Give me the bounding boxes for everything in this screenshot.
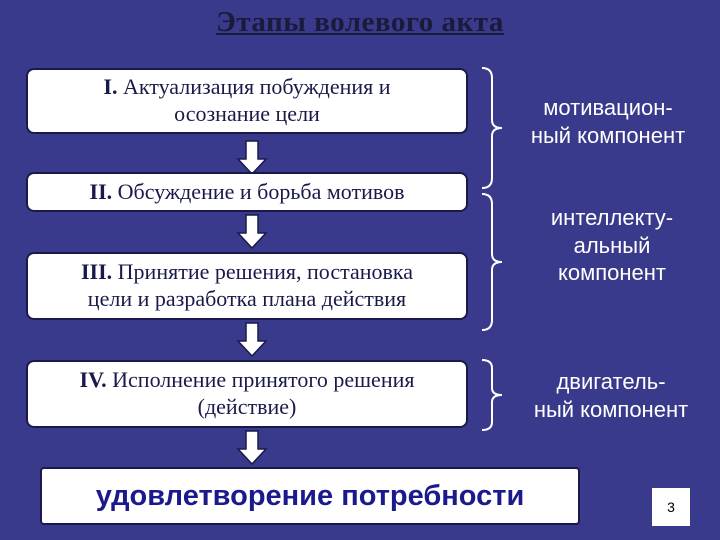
down-arrow-icon (236, 322, 268, 358)
stage-4-text-line2: (действие) (197, 394, 297, 419)
stage-4-text-line1: Исполнение принятого решения (106, 367, 415, 393)
stage-3-box: III. Принятие решения, постановка цели и… (26, 252, 468, 320)
component-2-line1: интеллекту- (550, 205, 674, 230)
down-arrow-icon (236, 214, 268, 250)
stage-4-box: IV. Исполнение принятого решения (действ… (26, 360, 468, 428)
component-3-line2: ный компонент (533, 396, 689, 422)
down-arrow-icon (236, 140, 268, 176)
stage-4-number: IV. (79, 367, 107, 393)
component-motor: двигатель- ный компонент (506, 368, 716, 423)
stage-2-number: II. (89, 178, 113, 204)
component-motivational: мотивацион- ный компонент (502, 94, 714, 149)
stage-3-text-line1: Принятие решения, постановка (112, 259, 414, 285)
slide-title: Этапы волевого акта (216, 6, 504, 38)
component-1-line1: мотивацион- (543, 95, 673, 120)
stage-2-text-line1: Обсуждение и борьба мотивов (112, 178, 405, 204)
right-brace-icon (481, 359, 503, 431)
stage-3-text-line2: цели и разработка плана действия (87, 286, 407, 311)
page-number: 3 (652, 488, 690, 526)
down-arrow-icon (236, 430, 268, 466)
result-box: удовлетворение потребности (40, 467, 580, 525)
result-text: удовлетворение потребности (95, 479, 525, 512)
right-brace-icon (481, 67, 503, 189)
stage-1-number: I. (103, 74, 118, 100)
stage-2-box: II. Обсуждение и борьба мотивов (26, 172, 468, 212)
stage-1-text-line1: Актуализация побуждения и (117, 74, 391, 100)
stage-1-box: I. Актуализация побуждения и осознание ц… (26, 68, 468, 134)
component-2-line3: компонент (558, 260, 666, 285)
component-intellectual: интеллекту- альный компонент (512, 204, 712, 287)
right-brace-icon (481, 193, 503, 331)
component-1-line2: ный компонент (530, 122, 686, 148)
stage-1-text-line2: осознание цели (174, 101, 320, 126)
component-3-line1: двигатель- (556, 369, 666, 394)
component-2-line2: альный (573, 232, 651, 258)
stage-3-number: III. (80, 259, 113, 285)
